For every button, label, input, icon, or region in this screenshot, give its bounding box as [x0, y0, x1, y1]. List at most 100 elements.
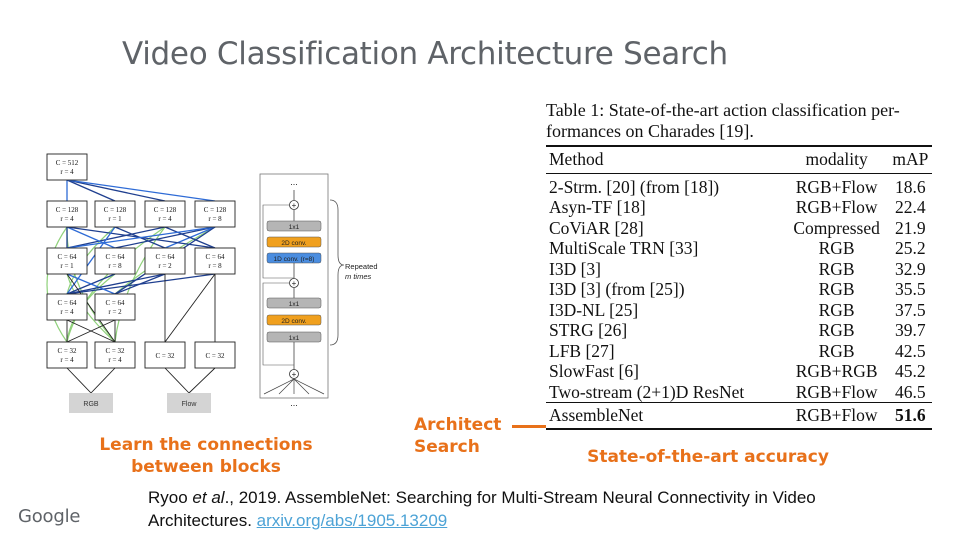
cell-modality: RGB+Flow	[795, 381, 878, 402]
block-node-rate: r = 4	[158, 215, 172, 223]
block-node-rate: r = 2	[108, 308, 122, 316]
input-label: Flow	[182, 401, 198, 408]
highlight-row: AssembleNet RGB+Flow 51.6	[546, 402, 932, 429]
block-node-box	[46, 341, 88, 369]
block-node: C = 32r = 4	[46, 341, 88, 369]
arxiv-link[interactable]: arxiv.org/abs/1905.13209	[256, 511, 448, 530]
citation-authors: Ryoo	[148, 488, 193, 507]
cell-method: SlowFast [6]	[549, 361, 639, 381]
cell-method: I3D [3] (from [25])	[549, 279, 685, 299]
cell-modality: RGB	[818, 258, 855, 279]
block-node-rate: r = 8	[208, 262, 222, 270]
cell-map: 22.4	[895, 197, 926, 217]
block-node-channels: C = 128	[154, 206, 177, 214]
citation-line1: ., 2019. AssembleNet: Searching for Mult…	[224, 488, 816, 507]
add-node	[289, 369, 299, 379]
block-node-box	[46, 293, 88, 321]
block-node-rate: r = 1	[108, 215, 122, 223]
input-box	[69, 393, 113, 413]
table-header-row: Method modality mAP	[546, 146, 932, 173]
input-box	[167, 393, 211, 413]
cell-map: 32.9	[895, 258, 926, 279]
block-node-channels: C = 32	[105, 347, 125, 355]
block-node-box	[94, 247, 136, 275]
block-node-box	[46, 247, 88, 275]
blue-connection	[66, 226, 116, 249]
block-node-channels: C = 64	[155, 253, 175, 261]
fan-in-edge	[263, 378, 295, 395]
blue-connection	[66, 179, 216, 202]
fan-in-edge	[293, 378, 310, 395]
cell-modality: RGB	[818, 299, 855, 320]
fan-in-edge	[278, 378, 295, 395]
block-node: C = 32r = 4	[94, 341, 136, 369]
block-node-rate: r = 2	[158, 262, 172, 270]
repeat-label-line2: m times	[345, 272, 372, 281]
block-node-channels: C = 64	[57, 253, 77, 261]
add-node-symbol: +	[292, 201, 297, 210]
cell-method: I3D [3]	[549, 258, 601, 279]
header-modality: modality	[805, 149, 868, 169]
input-label: RGB	[83, 401, 99, 408]
cell-map: 25.2	[895, 238, 926, 258]
citation: Ryoo et al., 2019. AssembleNet: Searchin…	[148, 486, 908, 532]
block-node-channels: C = 64	[105, 253, 125, 261]
block-node-box	[94, 293, 136, 321]
residual-connection	[262, 204, 294, 279]
block-node-rate: r = 8	[108, 262, 122, 270]
cell-map: 21.9	[895, 217, 926, 238]
input-connection	[66, 367, 92, 394]
block-top-dots: ...	[290, 177, 298, 187]
cell-modality: Compressed	[793, 217, 880, 238]
black-connection	[66, 273, 116, 343]
block-node-box	[194, 341, 236, 369]
blue-connection	[114, 273, 166, 295]
results-table-block: Table 1: State-of-the-art action classif…	[540, 100, 932, 430]
black-connection	[164, 273, 216, 343]
blue-connection	[164, 226, 216, 249]
block-node-rate: r = 4	[60, 168, 74, 176]
architect-search-line2: Search	[414, 437, 480, 457]
block-node: C = 32	[194, 341, 236, 369]
block-layer	[266, 314, 322, 326]
cell-modality: RGB	[818, 320, 855, 340]
add-node-symbol: +	[292, 279, 297, 288]
block-node-channels: C = 64	[57, 299, 77, 307]
block-node-channels: C = 128	[204, 206, 227, 214]
block-node-box	[194, 200, 236, 228]
blue-connection	[66, 273, 116, 295]
block-detail-frame	[259, 173, 329, 399]
architect-search-line1: Architect	[414, 415, 502, 435]
cell-map: 37.5	[895, 299, 926, 320]
add-node	[289, 200, 299, 210]
cell-method: CoViAR [28]	[549, 217, 644, 238]
cell-modality-assemblenet: RGB+Flow	[795, 405, 878, 425]
block-layer-label: 1D conv. (r=8)	[274, 256, 315, 263]
fan-in-edge	[293, 378, 325, 395]
cell-modality: RGB	[818, 238, 855, 258]
block-node: C = 32	[144, 341, 186, 369]
citation-line2: Architectures.	[148, 511, 257, 530]
results-table: Method modality mAP 2-Strm. [20] (from […	[546, 145, 932, 430]
blue-connections	[66, 179, 216, 295]
cell-method: 2-Strm. [20] (from [18])	[549, 176, 720, 197]
block-layer-label: 2D conv.	[281, 240, 306, 247]
table-caption: Table 1: State-of-the-art action classif…	[540, 100, 932, 142]
cell-method: MultiScale TRN [33]	[549, 238, 699, 258]
blue-connection	[66, 226, 216, 249]
blue-connection	[66, 179, 116, 202]
blue-connection	[66, 226, 116, 295]
block-node-channels: C = 32	[155, 352, 175, 360]
block-node-rate: r = 1	[60, 262, 74, 270]
block-node: C = 64r = 8	[94, 247, 136, 275]
add-node	[289, 278, 299, 288]
